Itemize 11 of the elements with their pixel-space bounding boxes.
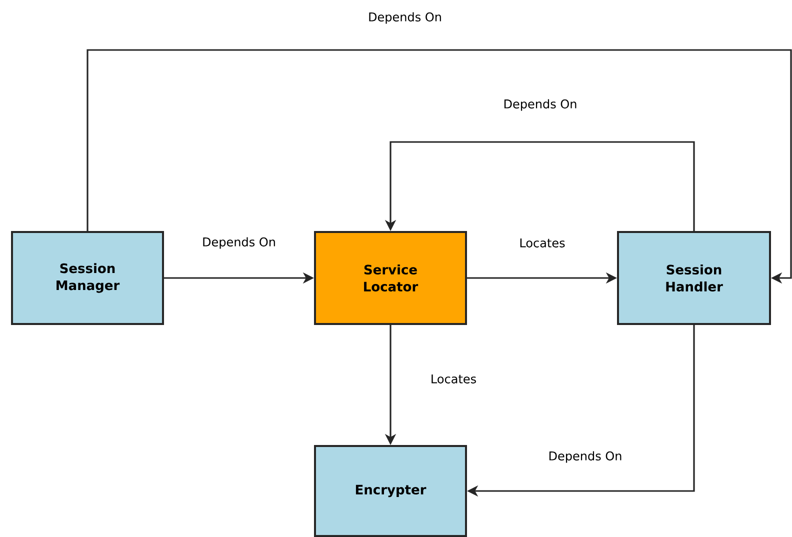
arrow xyxy=(86,49,792,284)
edge-label: Locates xyxy=(429,374,478,384)
edge-label: Locates xyxy=(518,238,566,248)
edge-label: Depends On xyxy=(547,450,624,464)
process-box: Encrypter xyxy=(314,445,467,537)
edge-label: Depends On xyxy=(367,11,443,25)
process-box: Service Locator xyxy=(314,231,467,325)
process-box: Session Handler xyxy=(617,231,771,325)
process-box: Session Manager xyxy=(11,231,164,325)
edge-label: Depends On xyxy=(502,98,578,112)
edge-label: Depends On xyxy=(201,236,277,250)
